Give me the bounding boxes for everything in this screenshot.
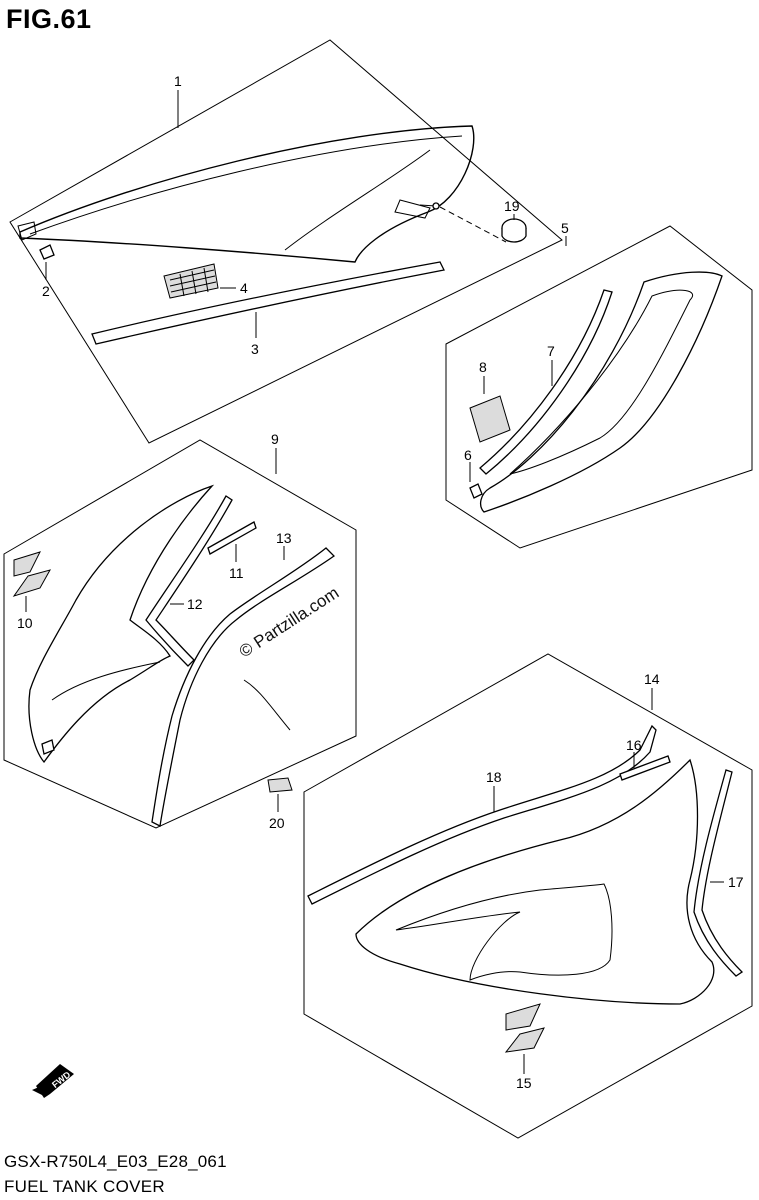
callout-19[interactable]: 19 [504,198,520,214]
part-14-side-cover[interactable] [355,758,715,1005]
part-20-pad[interactable] [267,777,293,793]
part-7-trim[interactable] [479,289,613,475]
watermark: © Partzilla.com [236,583,342,661]
part-1-frame[interactable] [17,125,475,263]
callout-20[interactable]: 20 [269,815,285,831]
callout-9[interactable]: 9 [271,431,279,447]
group-14-box [303,653,753,1139]
callout-labels: 1 2 3 4 5 6 7 8 9 10 11 12 13 14 15 16 1… [17,73,744,1091]
leaders-group-5 [469,236,567,482]
callout-15[interactable]: 15 [516,1075,532,1091]
part-11-strip[interactable] [207,521,257,555]
part-19-grommet[interactable] [501,218,527,243]
part-8-pad[interactable] [469,395,511,443]
callout-17[interactable]: 17 [728,874,744,890]
callout-1[interactable]: 1 [174,73,182,89]
callout-12[interactable]: 12 [187,596,203,612]
part-3-trim[interactable] [91,261,445,345]
part-12-trim[interactable] [145,495,233,667]
group-1-box [9,39,563,444]
callout-5[interactable]: 5 [561,220,569,236]
callout-13[interactable]: 13 [276,530,292,546]
leaders-group-14 [493,688,724,1074]
callout-18[interactable]: 18 [486,769,502,785]
part-10-emblem[interactable] [12,551,52,597]
callout-3[interactable]: 3 [251,341,259,357]
figure-title: FIG.61 [6,4,92,34]
leaders-group-9 [25,448,285,612]
callout-4[interactable]: 4 [240,280,248,296]
callout-11[interactable]: 11 [229,565,244,581]
part-6-clip[interactable] [469,483,483,499]
part-15-emblem[interactable] [504,1003,545,1053]
figure-name: FUEL TANK COVER [4,1177,165,1196]
callout-16[interactable]: 16 [626,737,642,753]
callout-6[interactable]: 6 [464,447,472,463]
callout-10[interactable]: 10 [17,615,33,631]
callout-7[interactable]: 7 [547,343,555,359]
figure-code: GSX-R750L4_E03_E28_061 [4,1152,227,1171]
group-5-box [445,225,753,549]
callout-8[interactable]: 8 [479,359,487,375]
part-4-mesh[interactable] [163,263,219,299]
fwd-arrow-icon: FWD [32,1064,74,1098]
leaders-group-1 [45,90,515,338]
group-9-box [3,439,357,829]
callout-2[interactable]: 2 [42,283,50,299]
part-17-trim[interactable] [693,769,744,977]
part-18-trim[interactable] [307,724,657,905]
link-line-19 [439,206,507,243]
part-9-front-cover[interactable] [28,484,215,764]
part-16-strip[interactable] [619,755,671,781]
part-5-side-cover[interactable] [479,271,723,513]
part-13-trim[interactable] [151,547,336,827]
callout-14[interactable]: 14 [644,671,660,687]
part-2-clip[interactable] [39,244,55,260]
